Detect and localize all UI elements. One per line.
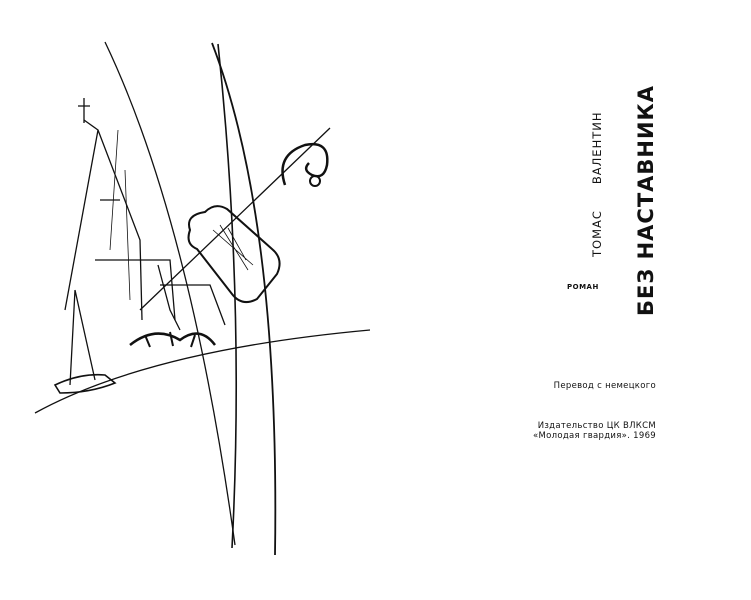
publisher-line-2: «Молодая гвардия». 1969	[533, 431, 656, 441]
book-title: БЕЗ НАСТАВНИКА	[634, 85, 658, 316]
translation-note: Перевод с немецкого	[553, 381, 656, 391]
cover-illustration	[34, 41, 371, 556]
author-name: ТОМАС ВАЛЕНТИН	[590, 112, 604, 258]
genre-label: РОМАН	[567, 283, 599, 291]
author-first-name: ТОМАС	[590, 210, 604, 257]
author-last-name: ВАЛЕНТИН	[590, 111, 604, 185]
publisher-line-1: Издательство ЦК ВЛКСМ	[537, 421, 656, 431]
